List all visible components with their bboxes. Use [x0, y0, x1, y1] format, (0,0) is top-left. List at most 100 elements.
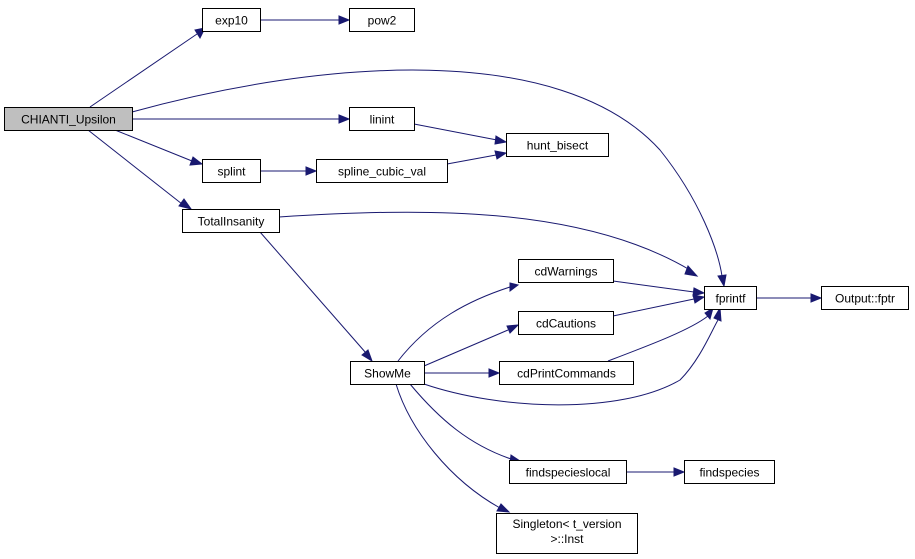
node-splint[interactable]: splint [202, 159, 261, 183]
node-label: findspecies [699, 466, 759, 480]
edge-findspecieslocal-to-findspecies [626, 467, 686, 477]
arrowhead [496, 503, 511, 513]
edge-totalinsanity-to-fprintf [278, 211, 699, 277]
node-label: >::Inst [550, 532, 584, 546]
node-label: cdWarnings [535, 265, 598, 279]
edge-showme-to-singleton_inst [395, 383, 511, 513]
node-label: fprintf [715, 292, 746, 306]
node-linint[interactable]: linint [349, 107, 415, 131]
node-box [202, 8, 261, 32]
arrowhead [692, 294, 706, 304]
node-box [316, 159, 448, 183]
edge-line [114, 129, 193, 162]
edge-line [423, 329, 509, 367]
arrowhead [713, 306, 722, 322]
edge-showme-to-cdprintcommands [424, 368, 501, 378]
node-cdwarnings[interactable]: cdWarnings [518, 259, 614, 283]
edge-line [409, 383, 512, 460]
arrowhead [704, 306, 714, 321]
edge-line [395, 383, 501, 509]
edge-line [259, 231, 367, 354]
node-singleton_inst[interactable]: Singleton< t_version>::Inst [496, 513, 638, 554]
edge-chianti_upsilon-to-linint [132, 114, 351, 124]
node-label: cdCautions [536, 317, 596, 331]
edge-chianti_upsilon-to-exp10 [89, 27, 206, 108]
edge-exp10-to-pow2 [260, 15, 351, 25]
node-label: ShowMe [364, 367, 411, 381]
node-label: exp10 [215, 14, 248, 28]
edge-showme-to-findspecieslocal [409, 383, 522, 464]
arrowhead [361, 349, 373, 363]
node-label: hunt_bisect [527, 139, 589, 153]
node-label: Singleton< t_version [512, 517, 621, 531]
arrowhead [494, 135, 508, 145]
node-label: Output::fptr [835, 292, 895, 306]
edge-fprintf-to-output_fptr [756, 293, 823, 303]
edge-line [612, 298, 695, 317]
edge-showme-to-fprintf [423, 306, 722, 406]
node-cdprintcommands[interactable]: cdPrintCommands [499, 361, 634, 385]
edge-line [397, 286, 511, 362]
edge-chianti_upsilon-to-splint [114, 129, 204, 166]
node-label: TotalInsanity [198, 215, 265, 229]
node-box [499, 361, 634, 385]
edge-line [423, 319, 719, 406]
node-hunt_bisect[interactable]: hunt_bisect [506, 133, 609, 157]
edges-layer [87, 15, 823, 513]
node-box [506, 133, 609, 157]
node-box [4, 107, 133, 131]
edge-line [612, 280, 695, 293]
arrowhead [305, 166, 318, 176]
edge-cdwarnings-to-fprintf [612, 280, 706, 297]
edge-cdcautions-to-fprintf [612, 294, 706, 317]
node-box [704, 286, 757, 310]
node-box [350, 361, 425, 385]
node-showme[interactable]: ShowMe [350, 361, 425, 385]
node-spline_cubic_val[interactable]: spline_cubic_val [316, 159, 448, 183]
edge-showme-to-cdwarnings [397, 282, 520, 362]
node-label: spline_cubic_val [338, 165, 426, 179]
edge-totalinsanity-to-showme [259, 231, 373, 363]
node-findspecies[interactable]: findspecies [684, 460, 775, 484]
edge-chianti_upsilon-to-totalinsanity [87, 129, 193, 210]
node-pow2[interactable]: pow2 [349, 8, 415, 32]
arrowhead [338, 114, 351, 124]
edge-line [131, 69, 723, 277]
arrowhead [684, 265, 699, 277]
node-cdcautions[interactable]: cdCautions [518, 311, 614, 335]
arrowhead [494, 150, 508, 160]
node-box [509, 460, 627, 484]
arrowhead [338, 15, 351, 25]
node-label: findspecieslocal [526, 466, 611, 480]
node-box [349, 107, 415, 131]
node-box [496, 513, 638, 554]
edge-line [607, 315, 709, 362]
edge-showme-to-cdcautions [423, 324, 520, 367]
node-chianti_upsilon[interactable]: CHIANTI_Upsilon [4, 107, 133, 131]
edge-line [413, 123, 498, 141]
node-box [202, 159, 261, 183]
node-output_fptr[interactable]: Output::fptr [821, 286, 909, 310]
node-findspecieslocal[interactable]: findspecieslocal [509, 460, 627, 484]
node-fprintf[interactable]: fprintf [704, 286, 757, 310]
arrowhead [673, 467, 686, 477]
node-box [518, 259, 614, 283]
edge-chianti_upsilon-to-fprintf [131, 69, 727, 288]
node-box [182, 209, 280, 233]
edge-cdprintcommands-to-fprintf [607, 306, 714, 362]
edge-linint-to-hunt_bisect [413, 123, 508, 145]
arrowhead [488, 368, 501, 378]
node-totalinsanity[interactable]: TotalInsanity [182, 209, 280, 233]
node-box [349, 8, 415, 32]
edge-line [278, 211, 691, 271]
edge-spline_cubic_val-to-hunt_bisect [446, 150, 508, 165]
arrowhead [509, 282, 520, 292]
node-exp10[interactable]: exp10 [202, 8, 261, 32]
edge-line [446, 154, 497, 165]
edge-line [87, 129, 183, 205]
edge-splint-to-spline_cubic_val [260, 166, 318, 176]
node-box [821, 286, 909, 310]
node-label: cdPrintCommands [517, 367, 616, 381]
node-label: linint [370, 113, 395, 127]
node-label: splint [217, 165, 246, 179]
